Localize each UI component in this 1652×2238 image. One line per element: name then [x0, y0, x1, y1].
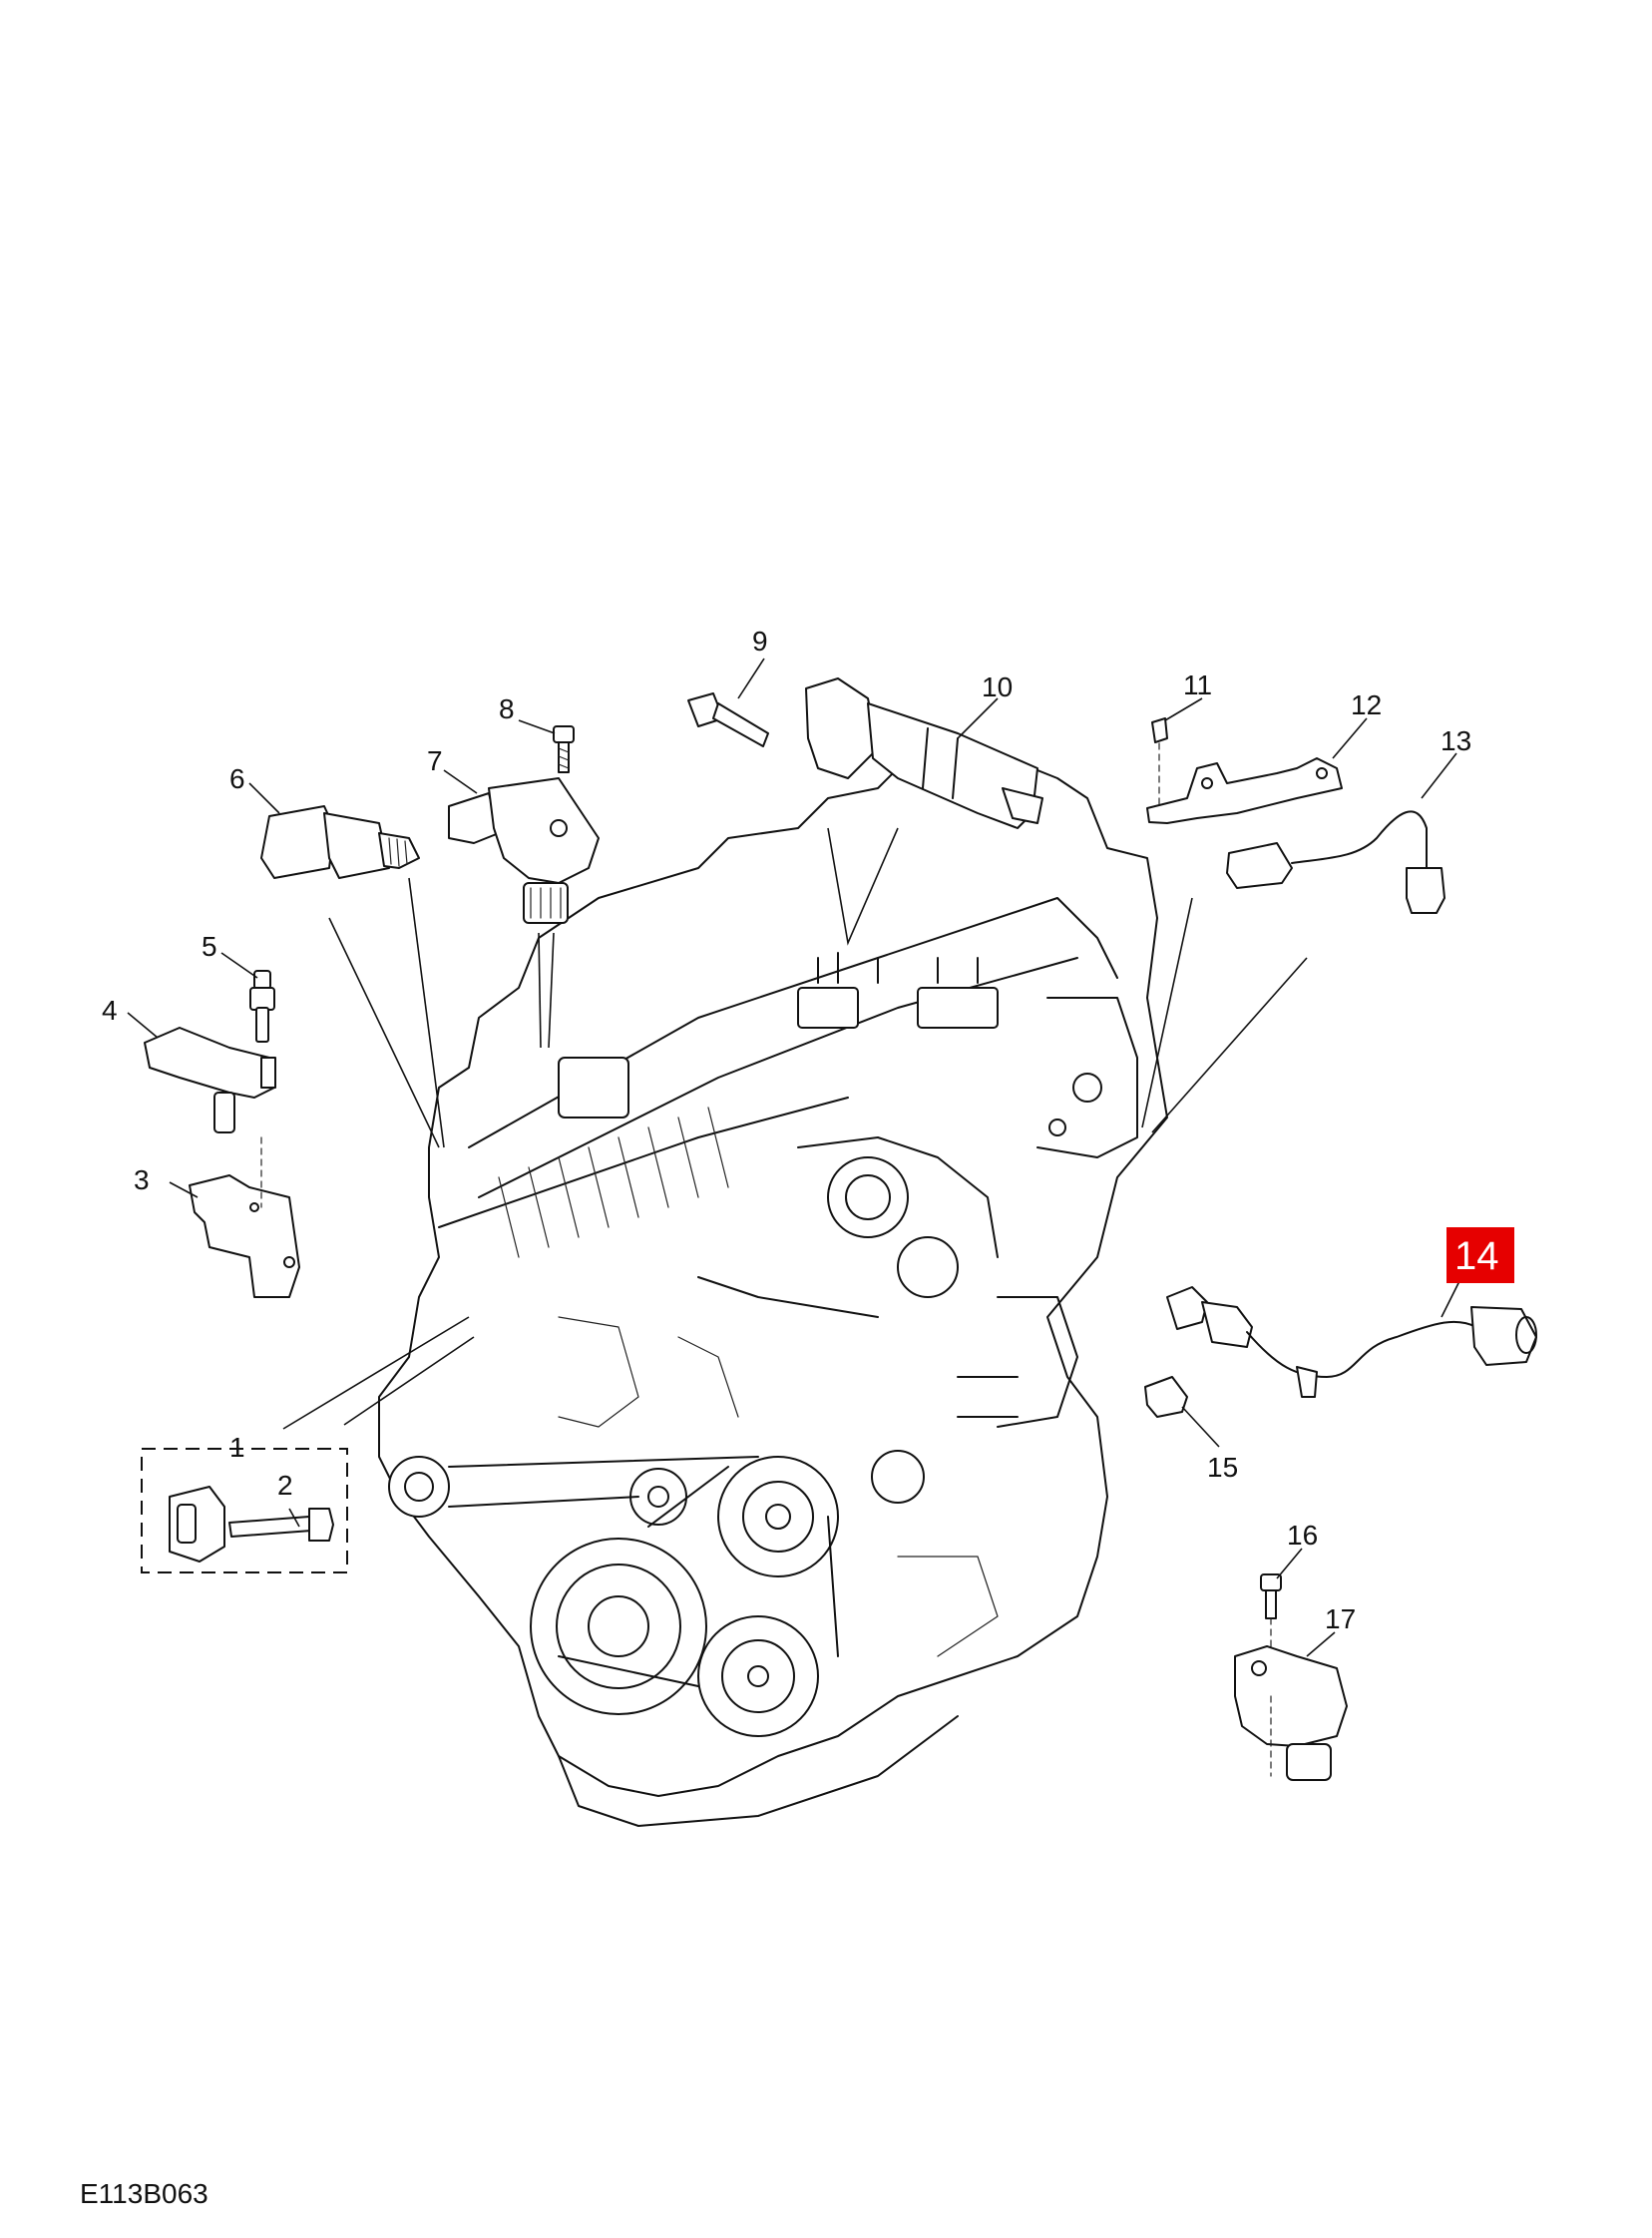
leader-lines [127, 658, 1462, 1657]
oil-pressure-switch-icon [260, 805, 420, 879]
callout-5: 5 [202, 931, 217, 962]
harness-bracket-icon [1146, 742, 1343, 824]
oxygen-sensor-icon [1226, 810, 1446, 914]
callout-17: 17 [1325, 1603, 1356, 1634]
callout-8: 8 [499, 693, 515, 724]
bolt-icon [687, 692, 769, 747]
bracket-icon [189, 1136, 300, 1298]
crankshaft-sensor-icon [1166, 1286, 1537, 1398]
highlight-badge-14: 14 [1446, 1227, 1514, 1283]
camshaft-sensor-icon [1234, 1645, 1348, 1781]
callout-11: 11 [1183, 670, 1212, 700]
callout-14: 14 [1454, 1234, 1499, 1278]
engine-assembly-icon [378, 757, 1168, 1827]
callout-4: 4 [102, 995, 118, 1026]
figure-reference: E113B063 [80, 2178, 208, 2209]
callout-2: 2 [277, 1470, 293, 1501]
callout-13: 13 [1441, 725, 1471, 756]
detail-box [141, 1448, 348, 1573]
stud-icon [249, 970, 275, 1043]
callout-16: 16 [1287, 1520, 1318, 1551]
callout-10: 10 [982, 671, 1013, 702]
clip-icon [1151, 717, 1168, 743]
screw-icon [553, 725, 575, 773]
clip-icon [1144, 1376, 1188, 1418]
ignition-coil-icon [805, 677, 1043, 829]
callout-7: 7 [427, 745, 443, 776]
callout-9: 9 [752, 626, 768, 657]
bolt-icon [1260, 1573, 1282, 1657]
bolt-icon [228, 1508, 334, 1542]
knock-sensor-icon [169, 1486, 225, 1563]
callout-15: 15 [1207, 1452, 1238, 1483]
callout-6: 6 [229, 763, 245, 794]
callout-12: 12 [1351, 689, 1382, 720]
callout-3: 3 [134, 1164, 150, 1195]
callout-1: 1 [229, 1432, 245, 1463]
pressure-sensor-icon [144, 1027, 276, 1133]
camshaft-sensor-icon [448, 777, 600, 924]
